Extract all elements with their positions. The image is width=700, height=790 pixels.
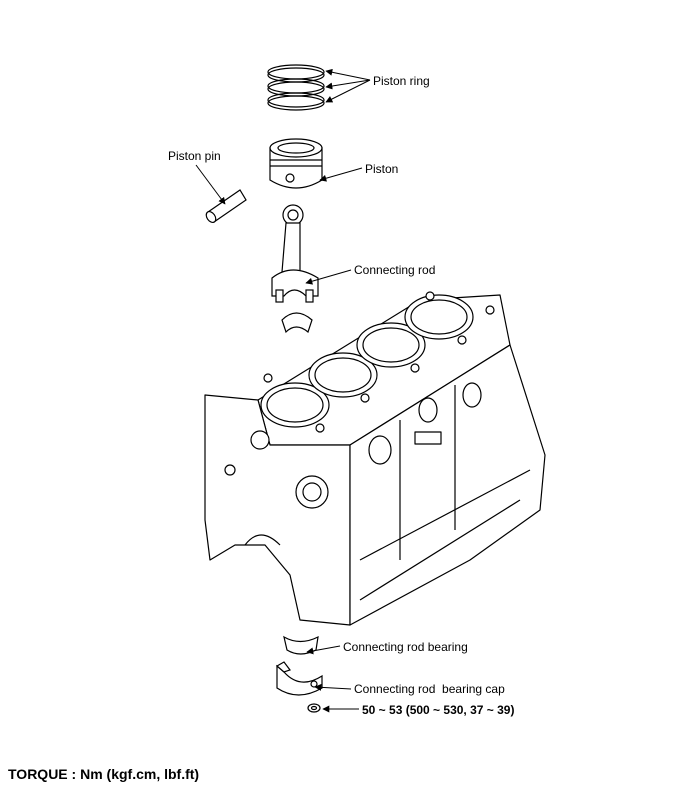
bearing-cap-illustration: [275, 661, 323, 696]
piston-illustration: [269, 138, 323, 189]
torque-value-label: 50 ~ 53 (500 ~ 530, 37 ~ 39): [362, 703, 515, 717]
connecting-rod-illustration: [271, 204, 319, 303]
connecting-rod-bearing-label: Connecting rod bearing: [343, 640, 468, 654]
piston-ring-label: Piston ring: [373, 74, 430, 88]
piston-ring-illustration: [267, 64, 325, 111]
callout-leader-lines: [195, 68, 371, 713]
cylinder-block-illustration: [204, 291, 546, 626]
lower-bearing-shell-illustration: [283, 635, 319, 655]
piston-label: Piston: [365, 162, 399, 176]
piston-pin-label: Piston pin: [168, 149, 221, 163]
cap-nut-illustration: [307, 703, 321, 713]
upper-bearing-shell-illustration: [281, 312, 313, 334]
piston-pin-illustration: [205, 189, 247, 224]
bearing-cap-label: Connecting rod bearing cap: [354, 682, 505, 696]
connecting-rod-label: Connecting rod: [354, 263, 436, 277]
torque-units-footer: TORQUE : Nm (kgf.cm, lbf.ft): [8, 766, 200, 782]
